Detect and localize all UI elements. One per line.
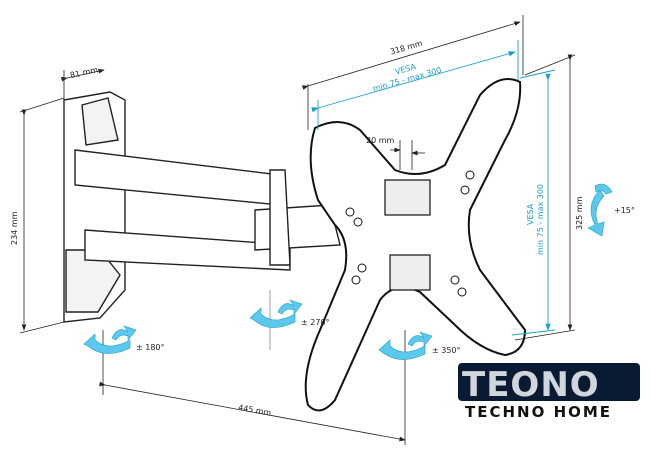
- teono-logo: TEONO TECHNO HOME: [458, 363, 640, 421]
- vesa-label-vertical: VESA: [526, 203, 535, 225]
- arm-swivel-label: ± 270°: [301, 318, 330, 327]
- extension-dimension: 445 mm: [237, 403, 272, 418]
- height-dimension: 325 mm: [575, 196, 584, 230]
- wall-plate-height-dimension: 234 mm: [10, 211, 19, 245]
- vesa-range-vertical: min 75 - max 300: [536, 184, 545, 255]
- wall-plate: [63, 91, 126, 323]
- width-dimension: 318 mm: [389, 39, 424, 57]
- logo-brand: TEONO: [462, 365, 600, 405]
- logo-tagline: TECHNO HOME: [465, 403, 612, 421]
- offset-dimension: 20 mm: [366, 136, 395, 145]
- tilt-label: +15°: [614, 206, 635, 215]
- swing-arms: [74, 149, 341, 271]
- rotate-arrow-icon: [83, 325, 137, 354]
- rotation-label: ± 350°: [432, 346, 461, 355]
- vesa-plate: [304, 78, 527, 412]
- rotate-arrow-icon: [378, 331, 433, 360]
- rotate-arrow-icon: [249, 299, 303, 328]
- tilt-arrow-icon: [587, 183, 613, 237]
- depth-dimension: 81 mm: [69, 65, 99, 80]
- wall-swivel-label: ± 180°: [136, 343, 165, 352]
